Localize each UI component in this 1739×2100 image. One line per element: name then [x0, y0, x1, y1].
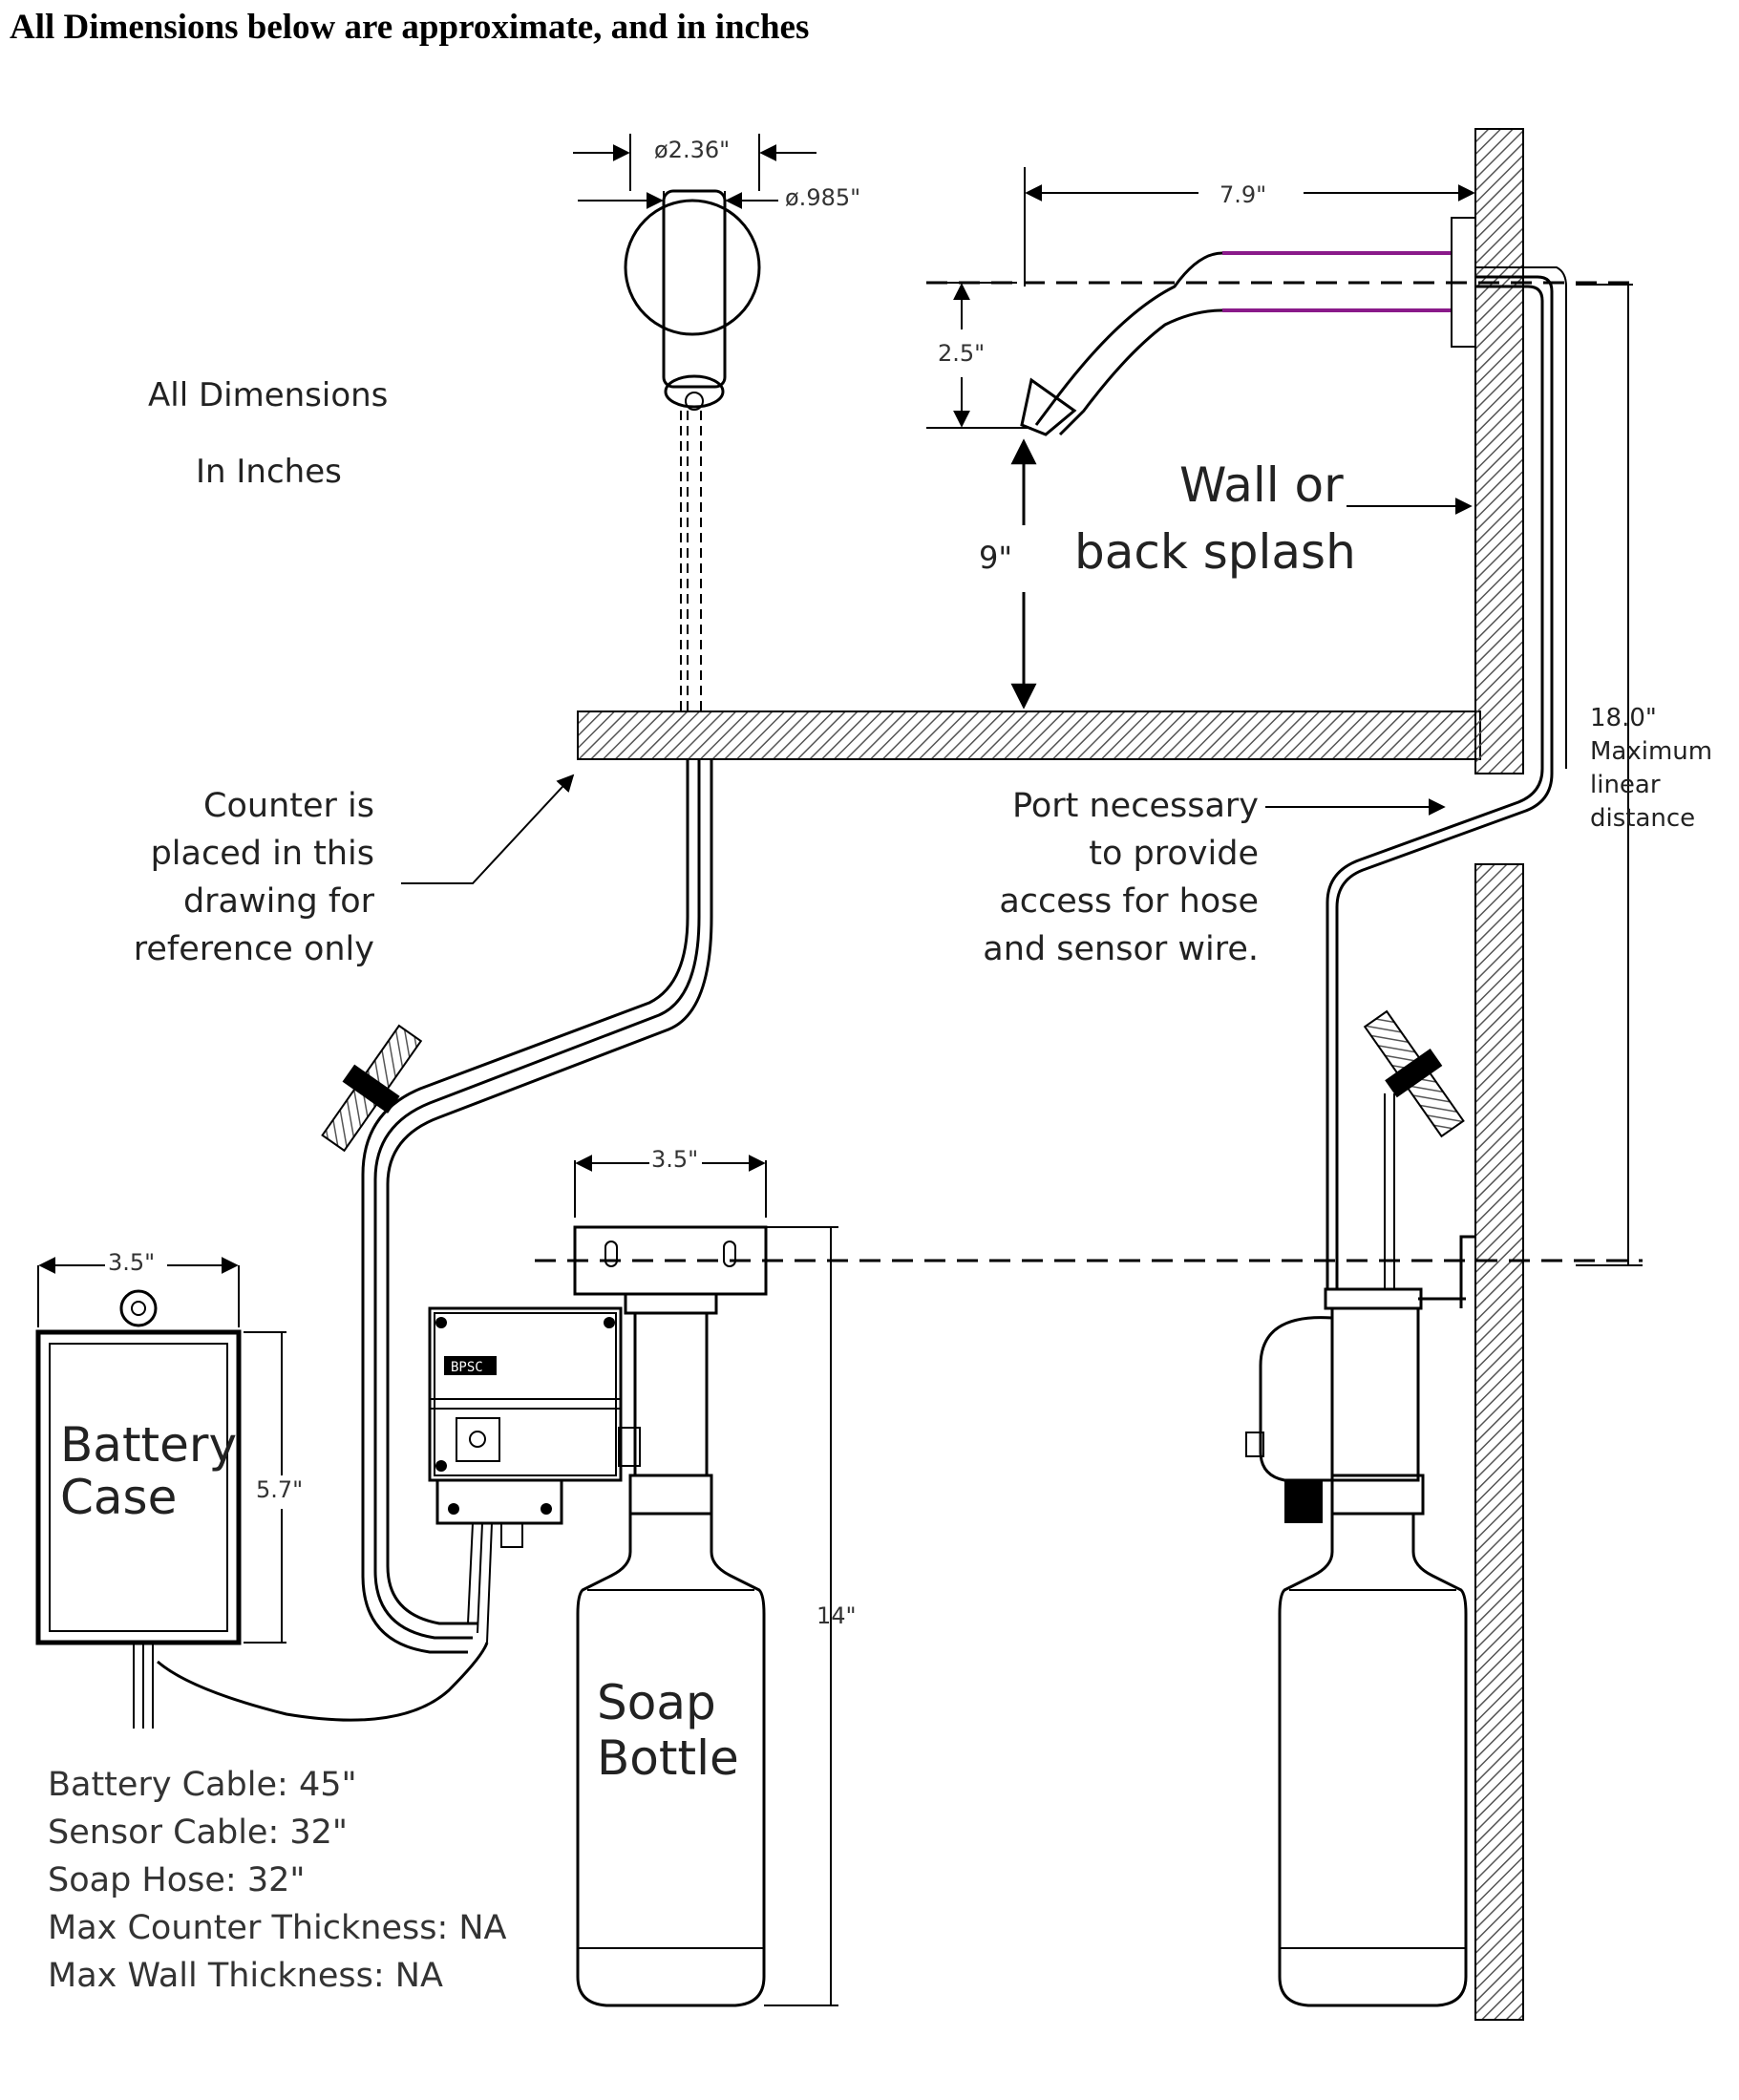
- battery-case: Battery Case 3.5" 5.7": [35, 1249, 489, 1729]
- port-note: Port necessary to provide access for hos…: [983, 787, 1446, 968]
- clearance-dimension: 9": [979, 438, 1037, 710]
- svg-text:placed in this: placed in this: [151, 835, 374, 873]
- bottle-height-label: 14": [816, 1602, 857, 1629]
- svg-text:18.0": 18.0": [1590, 704, 1657, 732]
- counter: [577, 711, 1481, 760]
- bottle-height-dimension: 14": [764, 1226, 857, 2006]
- pump-collar: [628, 1474, 713, 1516]
- control-badge: BPSC: [451, 1360, 483, 1375]
- mounting-bracket: 3.5": [573, 1146, 768, 1315]
- svg-text:reference only: reference only: [134, 930, 374, 968]
- spec-max-counter: Max Counter Thickness: NA: [48, 1909, 507, 1947]
- hose-clamp-left: [321, 1024, 423, 1153]
- counter-note: Counter is placed in this drawing for re…: [134, 774, 575, 968]
- max-distance-dimension: 18.0" Maximum linear distance: [1576, 284, 1712, 1266]
- spec-soap-hose: Soap Hose: 32": [48, 1861, 305, 1899]
- battery-case-label-line1: Battery: [60, 1417, 237, 1473]
- spout-side-view: [1020, 217, 1567, 1289]
- svg-text:linear: linear: [1590, 771, 1661, 799]
- hose-clamp-right: [1363, 1009, 1465, 1138]
- battery-height-label: 5.7": [256, 1476, 303, 1503]
- svg-text:distance: distance: [1590, 804, 1695, 833]
- svg-text:Counter is: Counter is: [203, 787, 374, 825]
- right-side-assembly: [1245, 1093, 1475, 2007]
- spout-height-dimension: 2.5": [926, 282, 1031, 429]
- battery-width-label: 3.5": [108, 1249, 155, 1276]
- svg-text:access for hose: access for hose: [999, 882, 1259, 921]
- spec-battery-cable: Battery Cable: 45": [48, 1766, 357, 1804]
- clearance-label: 9": [979, 540, 1012, 576]
- battery-case-label-line2: Case: [60, 1470, 177, 1525]
- svg-text:Maximum: Maximum: [1590, 737, 1712, 766]
- reach-dimension: 7.9": [1024, 167, 1475, 286]
- page-title: All Dimensions below are approximate, an…: [10, 8, 809, 47]
- specs-list: Battery Cable: 45" Sensor Cable: 32" Soa…: [48, 1766, 507, 1995]
- bracket-width-label: 3.5": [651, 1146, 698, 1173]
- svg-text:drawing for: drawing for: [183, 882, 375, 921]
- soap-bottle: Soap Bottle: [576, 1512, 766, 2007]
- spec-max-wall: Max Wall Thickness: NA: [48, 1957, 443, 1995]
- soap-bottle-label-line1: Soap: [597, 1675, 716, 1730]
- control-cables: [467, 1522, 493, 1644]
- spec-sensor-cable: Sensor Cable: 32": [48, 1814, 348, 1852]
- units-note-line2: In Inches: [196, 453, 342, 491]
- wall-label-line1: Wall or: [1179, 457, 1344, 513]
- reach-label: 7.9": [1219, 181, 1266, 208]
- svg-text:to provide: to provide: [1089, 835, 1259, 873]
- hose-left: [361, 759, 713, 1654]
- units-note-line1: All Dimensions: [148, 376, 388, 414]
- control-box: BPSC: [428, 1306, 641, 1548]
- svg-text:and sensor wire.: and sensor wire.: [983, 930, 1259, 968]
- spout-outer-diameter-label: ø2.36": [654, 137, 730, 163]
- wall-label-line2: back splash: [1074, 524, 1356, 580]
- pump-column: [633, 1311, 709, 1477]
- wall-lower: [1474, 863, 1524, 2021]
- spout-height-label: 2.5": [938, 340, 985, 367]
- soap-bottle-label-line2: Bottle: [597, 1730, 739, 1786]
- diameter-dimensions: ø2.36" ø.985": [573, 134, 860, 211]
- svg-text:Port necessary: Port necessary: [1012, 787, 1259, 825]
- spout-front-view: [624, 189, 761, 711]
- spout-inner-diameter-label: ø.985": [785, 184, 860, 211]
- wall-upper: [1474, 128, 1524, 774]
